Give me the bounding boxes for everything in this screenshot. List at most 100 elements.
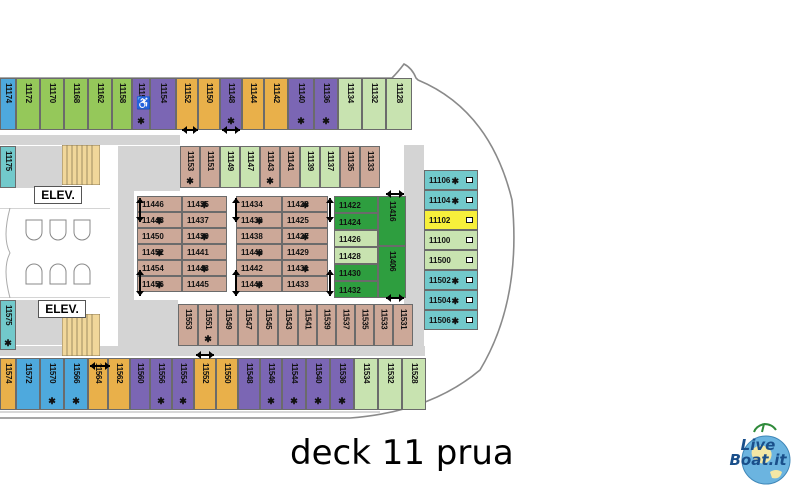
cabin-11454: 11454 bbox=[137, 260, 182, 276]
cabin-number: 11153 bbox=[186, 151, 195, 171]
cabin-11100: 11100 bbox=[424, 230, 478, 250]
cabin-11440: 11440✱ bbox=[236, 244, 282, 260]
sofa-bed-icon bbox=[466, 317, 473, 323]
cabin-11150: 11150 bbox=[198, 78, 220, 130]
cabin-11438: 11438 bbox=[236, 228, 282, 244]
star-icon: ✱ bbox=[301, 199, 309, 210]
cabin-11162: 11162 bbox=[88, 78, 112, 130]
cabin-11532: 11532 bbox=[378, 358, 402, 410]
cabin-11551: 11551✱ bbox=[198, 304, 218, 346]
cabin-11500: 11500 bbox=[424, 250, 478, 270]
cabin-11553: 11553 bbox=[178, 304, 198, 346]
cabin-11137: 11137 bbox=[320, 146, 340, 188]
cabin-11175: 11175 bbox=[0, 146, 16, 188]
accessible-icon: ♿ bbox=[136, 96, 151, 110]
sofa-bed-icon bbox=[466, 277, 473, 283]
cabin-11446: 11446 bbox=[137, 196, 182, 212]
cabin-11406: 11406 bbox=[378, 246, 406, 298]
cabin-number: 11456 bbox=[142, 280, 164, 289]
star-icon: ✱ bbox=[314, 396, 322, 406]
cabin-number: 11575 bbox=[4, 305, 13, 326]
cabin-number: 11150 bbox=[205, 83, 214, 103]
cabin-11416: 11416 bbox=[378, 196, 406, 246]
cabin-11435: 11435✱ bbox=[182, 196, 227, 212]
cabin-number: 11532 bbox=[386, 363, 395, 384]
cabin-11153: 11153✱ bbox=[180, 146, 200, 188]
cabin-number: 11547 bbox=[244, 309, 253, 330]
star-icon: ✱ bbox=[290, 396, 298, 406]
cabin-11152: 11152 bbox=[176, 78, 198, 130]
cabin-number: 11432 bbox=[339, 285, 361, 295]
cabin-number: 11452 bbox=[142, 248, 164, 257]
cabin-11431: 11431✱ bbox=[282, 260, 328, 276]
cabin-number: 11148 bbox=[227, 83, 236, 103]
cabin-number: 11143 bbox=[266, 151, 275, 171]
cabin-number: 11440 bbox=[241, 248, 263, 257]
cabin-number: 11139 bbox=[306, 151, 315, 171]
lobby-seating bbox=[0, 208, 110, 298]
cabin-11572: 11572 bbox=[16, 358, 40, 410]
star-icon: ✱ bbox=[200, 231, 208, 242]
cabin-number: 11162 bbox=[96, 83, 105, 103]
cabin-11147: 11147 bbox=[240, 146, 260, 188]
cabin-number: 11545 bbox=[264, 309, 273, 330]
star-icon: ✱ bbox=[155, 215, 163, 226]
cabin-number: 11100 bbox=[429, 236, 451, 245]
cabin-number: 11444 bbox=[241, 280, 263, 289]
cabin-11448: 11448✱ bbox=[137, 212, 182, 228]
cabin-number: 11433 bbox=[287, 280, 309, 289]
cabin-number: 11156 bbox=[137, 83, 146, 103]
star-icon: ✱ bbox=[4, 338, 12, 348]
cabin-number: 11431 bbox=[287, 264, 309, 273]
cabin-number: 11427 bbox=[287, 232, 309, 241]
cabin-11140: 11140✱ bbox=[288, 78, 314, 130]
cabin-11544: 11544✱ bbox=[282, 358, 306, 410]
cabin-11168: 11168 bbox=[64, 78, 88, 130]
cabin-number: 11152 bbox=[183, 83, 192, 103]
cabin-number: 11416 bbox=[388, 201, 397, 222]
cabin-number: 11170 bbox=[48, 83, 57, 103]
cabin-number: 11506 bbox=[429, 316, 451, 325]
cabin-number: 11136 bbox=[322, 83, 331, 103]
cabin-11135: 11135 bbox=[340, 146, 360, 188]
cabin-11136: 11136✱ bbox=[314, 78, 338, 130]
cabin-number: 11102 bbox=[429, 216, 451, 225]
cabin-number: 11441 bbox=[187, 248, 209, 257]
star-icon: ✱ bbox=[155, 279, 163, 290]
cabin-11106: 11106✱ bbox=[424, 170, 478, 190]
cabin-number: 11425 bbox=[287, 216, 309, 225]
cabin-11434: 11434 bbox=[236, 196, 282, 212]
elevator-label-upper: ELEV. bbox=[34, 186, 82, 204]
cabin-11433: 11433 bbox=[282, 276, 328, 292]
cabin-11442: 11442 bbox=[236, 260, 282, 276]
cabin-number: 11174 bbox=[4, 83, 13, 103]
cabin-number: 11566 bbox=[72, 363, 81, 384]
cabin-number: 11537 bbox=[341, 309, 351, 330]
cabin-number: 11438 bbox=[241, 232, 263, 241]
star-icon: ✱ bbox=[451, 175, 459, 186]
cabin-number: 11426 bbox=[339, 234, 361, 244]
cabin-number: 11436 bbox=[241, 216, 263, 225]
cabin-11429: 11429 bbox=[282, 244, 328, 260]
cabin-11158: 11158 bbox=[112, 78, 132, 130]
corridor-right bbox=[404, 145, 424, 350]
star-icon: ✱ bbox=[451, 315, 459, 326]
cabin-11445: 11445 bbox=[182, 276, 227, 292]
cabin-11424: 11424 bbox=[334, 213, 378, 230]
star-icon: ✱ bbox=[266, 176, 274, 186]
star-icon: ✱ bbox=[48, 396, 56, 406]
cabin-number: 11546 bbox=[267, 363, 276, 384]
cabin-11149: 11149 bbox=[220, 146, 240, 188]
star-icon: ✱ bbox=[137, 116, 145, 126]
cabin-number: 11142 bbox=[272, 83, 281, 103]
cabin-11443: 11443✱ bbox=[182, 260, 227, 276]
cabin-number: 11556 bbox=[157, 363, 166, 384]
cabin-11556: 11556✱ bbox=[150, 358, 172, 410]
cabin-11132: 11132 bbox=[362, 78, 386, 130]
cabin-number: 11147 bbox=[246, 151, 255, 171]
star-icon: ✱ bbox=[155, 247, 163, 258]
star-icon: ✱ bbox=[301, 263, 309, 274]
cabin-number: 11132 bbox=[370, 83, 379, 103]
cabin-number: 11151 bbox=[206, 151, 215, 171]
sofa-bed-icon bbox=[466, 197, 473, 203]
